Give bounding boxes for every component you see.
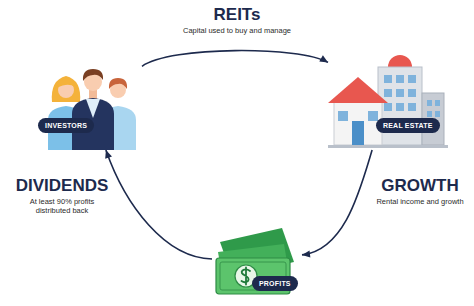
tower-building-part [384, 103, 392, 111]
side-building-part [427, 111, 432, 117]
growth-description: Rental income and growth [376, 197, 463, 206]
dividends-heading: DIVIDENDS [16, 176, 109, 195]
house-part [338, 111, 348, 121]
investors-pill: INVESTORS [38, 118, 94, 133]
tower-building-part [384, 75, 392, 83]
tower-building-part [384, 89, 392, 97]
house-part [368, 111, 378, 121]
tower-building-part [396, 75, 404, 83]
profits-node: PROFITS [212, 222, 302, 298]
real-estate-pill: REAL ESTATE [376, 118, 440, 133]
tower-building-part [396, 89, 404, 97]
real-estate-node: REAL ESTATE [328, 45, 448, 150]
arrow-head [302, 250, 310, 257]
man-center-figure-part [83, 69, 103, 81]
reits-heading: REITs [214, 5, 261, 24]
reits-description: Capital used to buy and manage [183, 26, 291, 35]
man-center-figure-part [86, 99, 100, 118]
tower-building-part [388, 55, 412, 67]
tower-building-part [408, 103, 416, 111]
arrow-head [319, 55, 328, 62]
tower-building-part [378, 67, 422, 145]
house-part [334, 101, 382, 145]
house [328, 77, 388, 145]
cycle-arrow [302, 150, 372, 258]
woman-figure-part [57, 79, 75, 88]
investors-node: INVESTORS [38, 58, 142, 150]
arrow-head [105, 150, 112, 159]
cycle-arrow-line [142, 51, 328, 67]
people-illustration [38, 58, 142, 150]
man-right-figure-part [109, 78, 127, 89]
tower-building-part [408, 89, 416, 97]
tower-building-part [396, 103, 404, 111]
growth-heading: GROWTH [381, 176, 458, 195]
side-building-part [435, 111, 440, 117]
real-estate-illustration [328, 45, 448, 150]
cycle-arrow [142, 51, 328, 67]
man-center-figure [72, 69, 114, 150]
side-building-part [435, 100, 440, 106]
dollar-symbol-part [242, 268, 251, 285]
house-part [352, 121, 364, 145]
dividends-description: At least 90% profits distributed back [14, 197, 110, 215]
woman-figure-part [52, 76, 80, 102]
ground-line-part [328, 145, 448, 148]
profits-pill: PROFITS [252, 276, 298, 291]
house-part [328, 77, 388, 103]
cycle-arrow [105, 150, 212, 259]
cycle-arrow-line [302, 150, 372, 255]
cycle-arrow-line [106, 150, 212, 259]
tower-building-part [408, 75, 416, 83]
side-building-part [427, 100, 432, 106]
ground-line [328, 145, 448, 148]
